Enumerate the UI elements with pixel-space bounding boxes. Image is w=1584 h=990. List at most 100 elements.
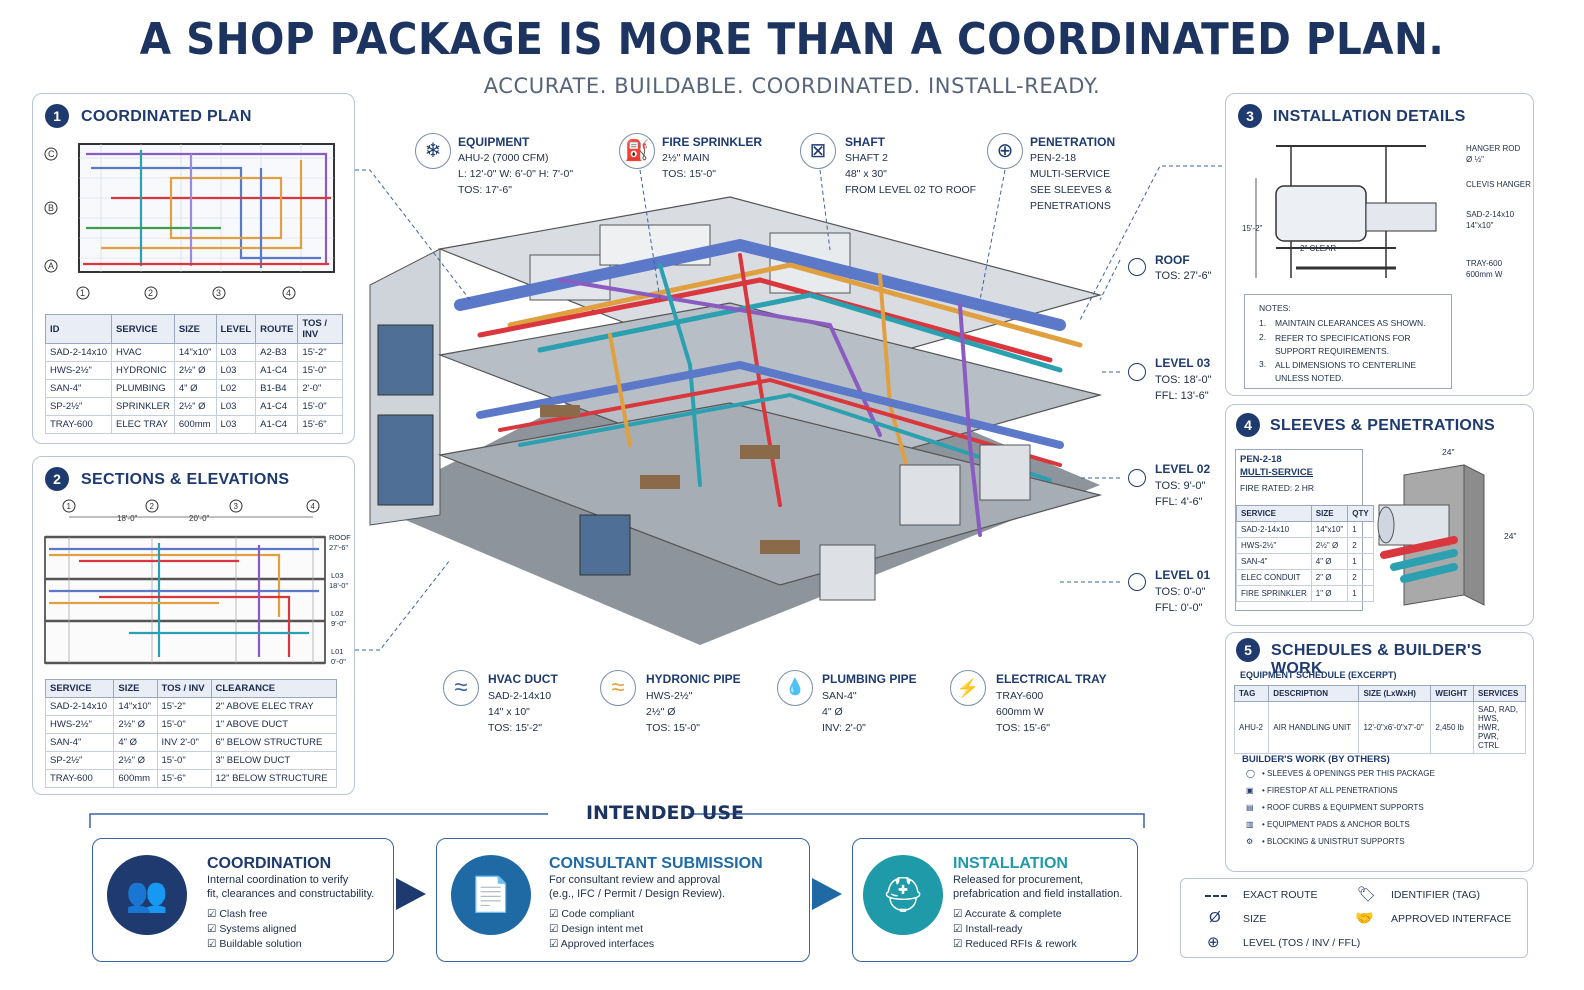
level-03-title: LEVEL 03 xyxy=(1155,356,1211,370)
list-item: ◯• SLEEVES & OPENINGS PER THIS PACKAGE xyxy=(1246,769,1435,778)
equipment-callout-text: AHU-2 (7000 CFM) L: 12'-0" W: 6'-0" H: 7… xyxy=(458,152,574,196)
equipment-schedule-table: TAG DESCRIPTION SIZE (LxWxH) WEIGHT SERV… xyxy=(1233,685,1526,754)
installation-title: INSTALLATION xyxy=(953,855,1068,872)
list-item: ▣• FIRESTOP AT ALL PENETRATIONS xyxy=(1246,786,1398,795)
coordination-card: 👥 COORDINATION Internal coordination to … xyxy=(92,838,394,962)
consultant-submission-desc: For consultant review and approval (e.g.… xyxy=(549,874,726,900)
col-header: CLEARANCE xyxy=(210,679,337,698)
check-icon: ☑ xyxy=(207,938,220,950)
level-roof-title: ROOF xyxy=(1155,253,1190,267)
fire-sprinkler-icon: ⛽ xyxy=(619,133,655,169)
builders-work-title: BUILDER'S WORK (BY OTHERS) xyxy=(1242,754,1390,765)
legend-identifier: IDENTIFIER (TAG) xyxy=(1391,889,1481,901)
hanger-rod-size: Ø ½" xyxy=(1466,155,1484,164)
installation-details-title: INSTALLATION DETAILS xyxy=(1273,108,1466,125)
grid-col-1: 1 xyxy=(80,288,85,298)
consultant-check-2: ☑ Design intent met xyxy=(549,922,643,937)
table-row: AHU-2 AIR HANDLING UNIT 12'-0"x6'-0"x7'-… xyxy=(1233,701,1526,754)
sleeve-icon: ◯ xyxy=(1246,769,1255,778)
table-cell: 2½" Ø xyxy=(113,751,158,770)
sleeves-penetrations-title: SLEEVES & PENETRATIONS xyxy=(1270,417,1496,434)
table-cell: HWS-2½" xyxy=(1236,537,1312,554)
tag-icon: 🏷 xyxy=(1357,886,1377,903)
notes-box: NOTES: 1. MAINTAIN CLEARANCES AS SHOWN. … xyxy=(1244,294,1452,389)
table-cell: AHU-2 xyxy=(1233,701,1270,754)
blocking-icon: ⚙ xyxy=(1246,837,1254,846)
grid-row-a: A xyxy=(48,261,54,271)
check-icon: ☑ xyxy=(953,938,966,950)
level-l03-label: L03 xyxy=(331,571,344,580)
shaft-callout-title: SHAFT xyxy=(845,135,885,149)
section-grid-4: 4 xyxy=(311,502,316,511)
coordination-title: COORDINATION xyxy=(207,855,332,872)
hanger-detail-drawing xyxy=(1255,145,1437,278)
section-dim-2: 20'-0" xyxy=(189,514,210,523)
section-number-3: 3 xyxy=(1238,104,1262,128)
table-cell: SAD-2-14x10 xyxy=(1236,521,1312,538)
intended-use-heading: INTENDED USE xyxy=(585,802,745,824)
table-cell: 2 xyxy=(1347,569,1374,586)
table-cell: 600mm xyxy=(113,769,158,788)
check-icon: ☑ xyxy=(953,923,966,935)
table-cell: A1-C4 xyxy=(255,361,299,380)
pen-type: MULTI-SERVICE xyxy=(1240,467,1314,478)
electrical-tray-callout-text: TRAY-600 600mm W TOS: 15'-6" xyxy=(996,690,1050,734)
section-number-4: 4 xyxy=(1236,413,1260,437)
page-subtitle: ACCURATE. BUILDABLE. COORDINATED. INSTAL… xyxy=(483,74,1101,98)
hvac-duct-callout-text: SAD-2-14x10 14" x 10" TOS: 15'-2" xyxy=(488,690,552,734)
detail-height-dim: 15'-2" xyxy=(1242,224,1263,233)
table-cell: 12'-0"x6'-0"x7'-0" xyxy=(1358,701,1432,754)
list-item: ▤• ROOF CURBS & EQUIPMENT SUPPORTS xyxy=(1246,803,1424,812)
col-header: SERVICE xyxy=(44,679,115,698)
penetration-schedule-box: PEN-2-18 MULTI-SERVICE FIRE RATED: 2 HR … xyxy=(1235,449,1374,611)
snowflake-icon: ❄ xyxy=(415,133,451,169)
shaft-callout-text: SHAFT 2 48" x 30" FROM LEVEL 02 TO ROOF xyxy=(845,152,977,196)
section-dim-1: 18'-0" xyxy=(117,514,138,523)
team-icon: 👥 xyxy=(107,855,187,935)
check-icon: ☑ xyxy=(549,908,562,920)
table-cell: L03 xyxy=(215,415,257,434)
arrow-right-icon xyxy=(396,878,426,910)
note-1-number: 1. xyxy=(1259,318,1267,328)
plumbing-pipe-callout-text: SAN-4" 4" Ø INV: 2'-0" xyxy=(822,690,866,734)
table-cell: HVAC xyxy=(111,343,175,362)
section-number-5: 5 xyxy=(1236,638,1260,662)
lightning-icon: ⚡ xyxy=(950,670,986,706)
check-icon: ☑ xyxy=(207,908,220,920)
plumbing-pipe-callout-title: PLUMBING PIPE xyxy=(822,672,917,686)
equipment-schedule-title: EQUIPMENT SCHEDULE (EXCERPT) xyxy=(1240,670,1397,680)
penetration-icon: ⊕ xyxy=(987,133,1023,169)
builders-work-list: ◯• SLEEVES & OPENINGS PER THIS PACKAGE ▣… xyxy=(1246,769,1526,854)
water-drop-icon: 💧 xyxy=(777,670,813,706)
equipment-callout-title: EQUIPMENT xyxy=(458,135,530,149)
handshake-icon: 🤝 xyxy=(1355,910,1374,927)
coordinated-plan-drawing: C B A 1 2 3 4 xyxy=(44,143,335,300)
level-roof-marker xyxy=(1128,258,1146,276)
hydronic-pipe-callout-text: HWS-2½" 2½" Ø TOS: 15'-0" xyxy=(646,690,700,734)
table-cell: 2,450 lb xyxy=(1430,701,1474,754)
installation-card: ⛑ INSTALLATION Released for procurement,… xyxy=(852,838,1138,962)
coordinated-plan-title: COORDINATED PLAN xyxy=(81,108,252,125)
table-cell: 2½" Ø xyxy=(1310,537,1349,554)
coordination-check-2: ☑ Systems aligned xyxy=(207,922,296,937)
grid-row-b: B xyxy=(48,203,54,213)
level-l02-value: 9'-0" xyxy=(331,619,346,628)
fire-sprinkler-callout-title: FIRE SPRINKLER xyxy=(662,135,763,149)
coordinated-plan-table: ID SERVICE SIZE LEVEL ROUTE TOS / INV SA… xyxy=(44,314,343,434)
col-header: QTY xyxy=(1347,505,1374,522)
note-3-number: 3. xyxy=(1259,359,1267,369)
firestop-icon: ▣ xyxy=(1246,786,1254,795)
electrical-tray-callout-title: ELECTRICAL TRAY xyxy=(996,672,1107,686)
level-01-title: LEVEL 01 xyxy=(1155,568,1211,582)
consultant-check-3: ☑ Approved interfaces xyxy=(549,937,654,952)
coordinated-plan-panel: 1 COORDINATED PLAN C B A 1 2 3 4 xyxy=(32,93,355,444)
table-cell: A1-C4 xyxy=(255,415,299,434)
grid-col-2: 2 xyxy=(148,288,153,298)
check-label: Install-ready xyxy=(965,923,1023,935)
note-1: MAINTAIN CLEARANCES AS SHOWN. xyxy=(1275,318,1426,328)
